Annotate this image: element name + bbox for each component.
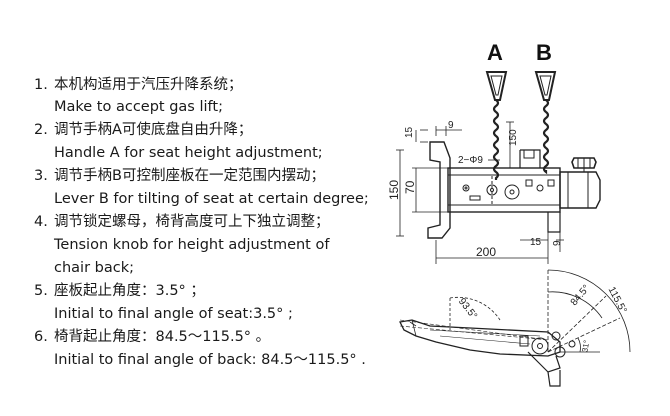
dim-bottom-15-9: [520, 232, 564, 252]
side-view: 93.5° 84.5° 115.5° 31°: [399, 269, 631, 387]
handle-a-grip: [485, 71, 508, 101]
handle-a-spring: [492, 99, 500, 180]
dim-150-right-label: 150: [508, 129, 519, 146]
pivot-mechanism: [519, 331, 576, 387]
dim-200: [435, 240, 549, 264]
dim-70: 70: [403, 180, 417, 194]
dim-150-left: 150: [387, 180, 401, 200]
dim-15-top: 15: [404, 126, 415, 138]
handle-a-label: A: [487, 40, 503, 65]
top-view: A B: [387, 40, 601, 264]
hole-label: 2−Φ9: [458, 155, 483, 166]
seat-plate: [399, 319, 561, 357]
left-bracket: [427, 141, 451, 239]
tension-knob: [571, 157, 597, 172]
handle-b-grip: [534, 71, 557, 101]
dim-9-bottom: 9: [552, 240, 563, 246]
dim-top-15-9: [415, 126, 462, 143]
angle-115-5: 115.5°: [606, 285, 629, 315]
handle-b-label: B: [536, 40, 552, 65]
tilt-housing: [559, 171, 601, 209]
handle-b-spring: [542, 99, 550, 175]
dim-150-right: [506, 121, 514, 168]
dim-left-vertical: [396, 149, 448, 237]
angle-31: 31°: [580, 339, 591, 352]
dim-9-top: 9: [448, 120, 454, 131]
dim-200-label: 200: [476, 245, 496, 259]
dim-15-bottom: 15: [530, 237, 542, 248]
angle-arcs: [449, 269, 631, 353]
